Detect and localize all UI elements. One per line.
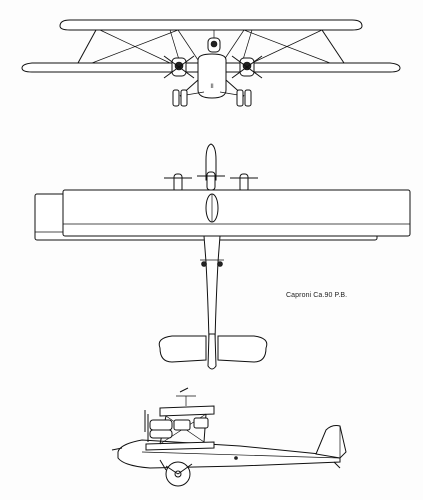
drawing-caption: Caproni Ca.90 P.B. (286, 292, 348, 299)
side-tail-fin (315, 425, 347, 459)
front-interplane-struts (77, 29, 345, 64)
front-upper-wing (59, 19, 363, 31)
front-upper-engine (207, 30, 221, 53)
top-engines (164, 171, 258, 193)
side-upper-wing (159, 405, 215, 417)
side-lower-wing (145, 441, 215, 451)
front-propellers (163, 55, 263, 79)
front-view: II (21, 19, 401, 107)
side-top-gun (179, 387, 189, 393)
top-tailplane (158, 335, 207, 363)
side-view (111, 387, 347, 487)
front-landing-gear (172, 79, 252, 107)
front-fuselage-marking: II (210, 84, 214, 90)
top-fuselage (203, 235, 221, 341)
side-landing-gear (159, 459, 193, 487)
top-view (34, 143, 411, 370)
side-tail-skid (333, 461, 341, 469)
side-engines (144, 410, 209, 442)
top-gear-hints (200, 259, 224, 267)
side-nose-gun (111, 447, 123, 451)
top-nose (205, 143, 217, 181)
top-upper-wing (62, 189, 411, 237)
front-fuselage (197, 53, 227, 99)
top-rudder (207, 333, 217, 370)
